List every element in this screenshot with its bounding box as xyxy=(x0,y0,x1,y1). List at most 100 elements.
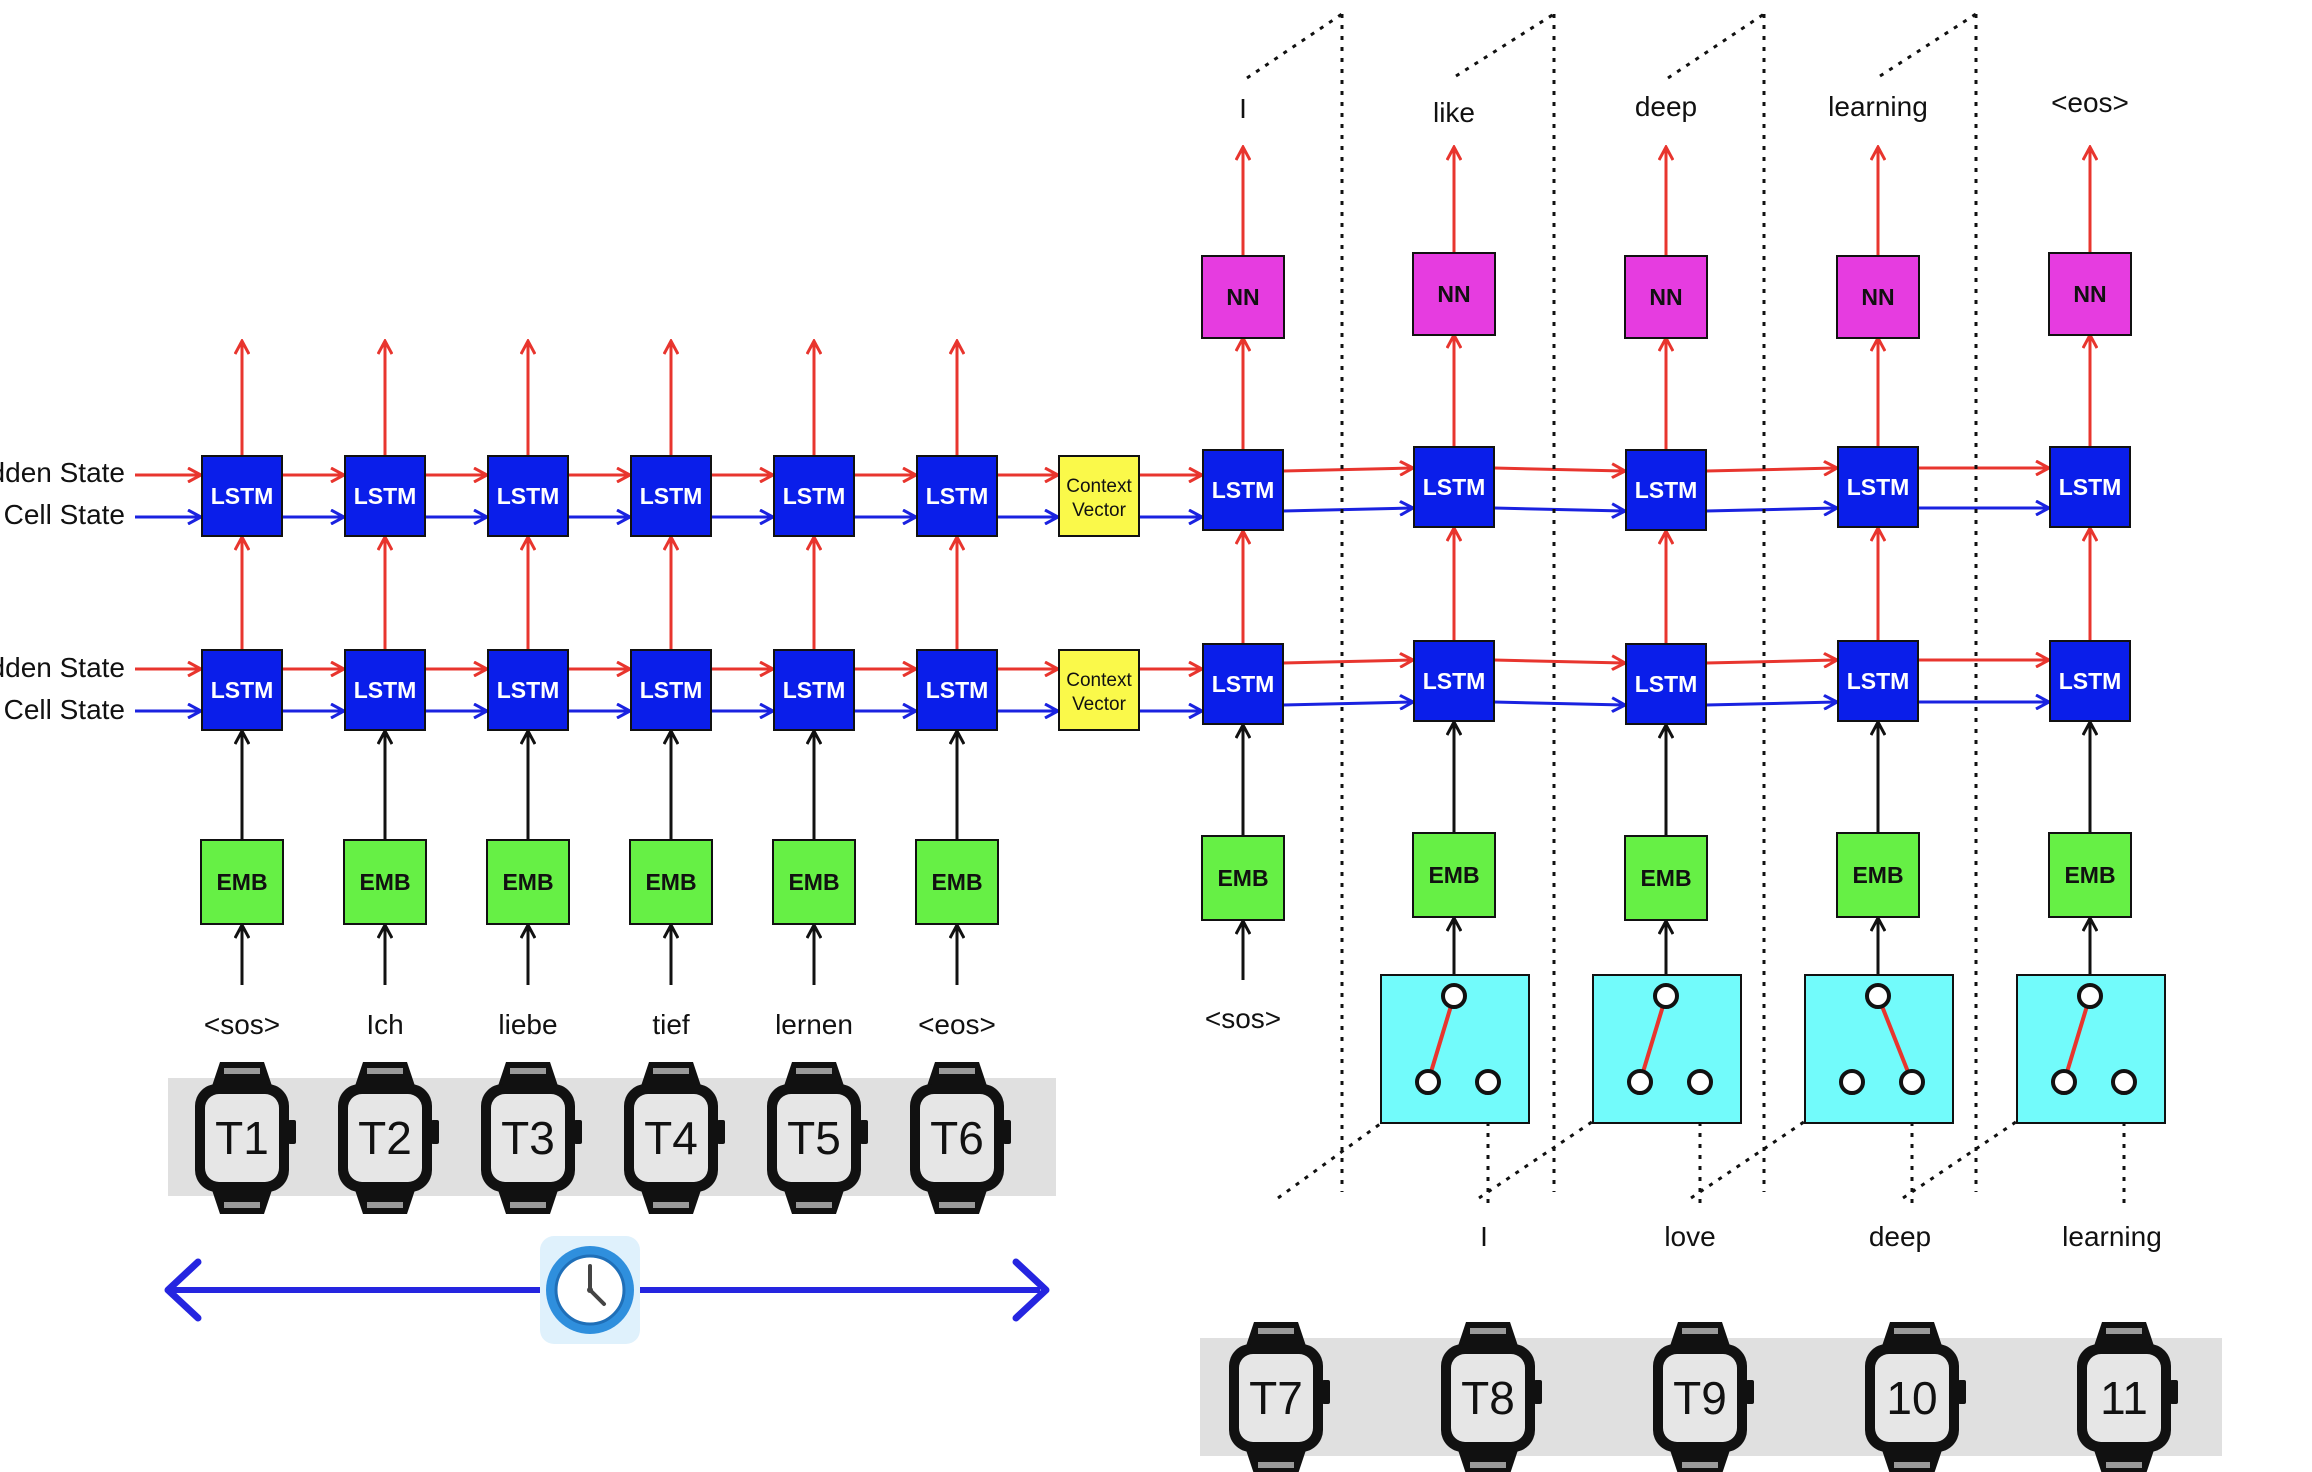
decoder-hidden-arrow xyxy=(1282,660,1412,663)
decoder-emb-label: EMB xyxy=(2064,862,2115,888)
decoder-output-token: like xyxy=(1433,97,1475,128)
teacher-forcing-switch xyxy=(1592,974,1742,1124)
decoder-hidden-arrow xyxy=(1705,660,1836,663)
smartwatch-icon: T4 xyxy=(624,1062,725,1214)
decoder-emb: EMB xyxy=(2048,832,2132,918)
smartwatch-icon: T7 xyxy=(1229,1322,1330,1472)
smartwatch-icon: 11 xyxy=(2077,1322,2178,1472)
encoder-emb: EMB xyxy=(486,839,570,925)
encoder-lstm-top-label: LSTM xyxy=(640,483,703,509)
svg-text:Cell State: Cell State xyxy=(4,499,125,530)
decoder-input-token: <sos> xyxy=(1205,1003,1281,1034)
timestep-separator xyxy=(1246,12,1343,80)
smartwatch-icon-label: 10 xyxy=(1886,1372,1937,1424)
encoder-input-token: liebe xyxy=(498,1009,557,1040)
encoder-lstm-top-label: LSTM xyxy=(783,483,846,509)
decoder-hidden-arrow xyxy=(1493,660,1624,663)
decoder-nn-label: NN xyxy=(1226,284,1259,310)
encoder-lstm-top-label: LSTM xyxy=(211,483,274,509)
decoder-nn: NN xyxy=(1201,255,1285,339)
decoder-emb-label: EMB xyxy=(1640,865,1691,891)
decoder-lstm-top-label: LSTM xyxy=(2059,474,2122,500)
encoder-input-token: <eos> xyxy=(918,1009,996,1040)
encoder-emb-label: EMB xyxy=(502,869,553,895)
decoder-nn-label: NN xyxy=(2073,281,2106,307)
smartwatch-icon-label: T5 xyxy=(787,1112,841,1164)
smartwatch-icon: T8 xyxy=(1441,1322,1542,1472)
decoder-output-token: I xyxy=(1239,93,1247,124)
decoder-nn-label: NN xyxy=(1649,284,1682,310)
clock-icon xyxy=(540,1236,640,1344)
encoder-input-token: lernen xyxy=(775,1009,853,1040)
encoder-lstm-bottom-label: LSTM xyxy=(640,677,703,703)
decoder-lstm-bottom-label: LSTM xyxy=(2059,668,2122,694)
smartwatch-icon: T5 xyxy=(767,1062,868,1214)
decoder-emb-label: EMB xyxy=(1852,862,1903,888)
smartwatch-icon-label: T7 xyxy=(1249,1372,1303,1424)
decoder-lstm-top-label: LSTM xyxy=(1635,477,1698,503)
smartwatch-icon-label: T2 xyxy=(358,1112,412,1164)
decoder-lstm-top: LSTM xyxy=(1837,446,1919,528)
teacher-forcing-switch xyxy=(1804,974,1954,1124)
decoder-hidden-arrow xyxy=(1282,468,1412,471)
decoder-lstm-top: LSTM xyxy=(2049,446,2131,528)
timestep-separator xyxy=(1667,12,1765,80)
encoder-lstm-bottom: LSTM xyxy=(487,649,569,731)
encoder-emb-label: EMB xyxy=(788,869,839,895)
encoder-emb: EMB xyxy=(915,839,999,925)
decoder-emb-label: EMB xyxy=(1428,862,1479,888)
encoder-lstm-bottom: LSTM xyxy=(916,649,998,731)
encoder-timestep-band xyxy=(168,1078,1056,1196)
teacher-forcing-switch xyxy=(1380,974,1530,1124)
hidden-state-label-bottom: Hidden State xyxy=(0,652,125,683)
encoder-lstm-top: LSTM xyxy=(630,455,712,537)
decoder-lstm-bottom-label: LSTM xyxy=(1423,668,1486,694)
encoder-emb: EMB xyxy=(772,839,856,925)
smartwatch-icon: T9 xyxy=(1653,1322,1754,1472)
teacher-forcing-switch xyxy=(2016,974,2166,1124)
decoder-cell-arrow xyxy=(1705,702,1836,705)
decoder-hidden-arrow xyxy=(1493,468,1624,471)
decoder-lstm-top-label: LSTM xyxy=(1212,477,1275,503)
smartwatch-icon: T2 xyxy=(338,1062,439,1214)
timestep-separator xyxy=(1879,12,1977,78)
teacher-input-token: deep xyxy=(1869,1221,1931,1252)
decoder-lstm-bottom: LSTM xyxy=(1837,640,1919,722)
decoder-lstm-bottom-label: LSTM xyxy=(1212,671,1275,697)
encoder-lstm-bottom: LSTM xyxy=(630,649,712,731)
decoder-lstm-top: LSTM xyxy=(1202,449,1284,531)
decoder-nn-label: NN xyxy=(1437,281,1470,307)
teacher-input-token: love xyxy=(1664,1221,1715,1252)
encoder-input-token: Ich xyxy=(366,1009,403,1040)
decoder-lstm-bottom: LSTM xyxy=(1413,640,1495,722)
decoder-cell-arrow xyxy=(1282,508,1412,511)
encoder-lstm-bottom: LSTM xyxy=(344,649,426,731)
encoder-emb-label: EMB xyxy=(216,869,267,895)
smartwatch-icon-label: T1 xyxy=(215,1112,269,1164)
encoder-lstm-top: LSTM xyxy=(916,455,998,537)
smartwatch-icon-label: 11 xyxy=(2100,1372,2148,1424)
encoder-lstm-top: LSTM xyxy=(773,455,855,537)
smartwatch-icon-label: T8 xyxy=(1461,1372,1515,1424)
encoder-emb: EMB xyxy=(629,839,713,925)
decoder-lstm-bottom: LSTM xyxy=(1202,643,1284,725)
decoder-lstm-bottom-label: LSTM xyxy=(1635,671,1698,697)
svg-text:Hidden State: Hidden State xyxy=(0,652,125,683)
encoder-emb: EMB xyxy=(200,839,284,925)
decoder-lstm-bottom-label: LSTM xyxy=(1847,668,1910,694)
encoder-emb-label: EMB xyxy=(931,869,982,895)
decoder-cell-arrow xyxy=(1282,702,1412,705)
decoder-nn: NN xyxy=(1836,255,1920,339)
smartwatch-icon: T1 xyxy=(195,1062,296,1214)
encoder-lstm-bottom-label: LSTM xyxy=(354,677,417,703)
context-vector-label: Vector xyxy=(1072,500,1127,521)
decoder-lstm-top: LSTM xyxy=(1413,446,1495,528)
encoder-lstm-bottom: LSTM xyxy=(201,649,283,731)
decoder-lstm-top-label: LSTM xyxy=(1847,474,1910,500)
decoder-nn: NN xyxy=(1624,255,1708,339)
timeline-left-arrowhead xyxy=(164,1258,202,1322)
encoder-input-token: <sos> xyxy=(204,1009,280,1040)
